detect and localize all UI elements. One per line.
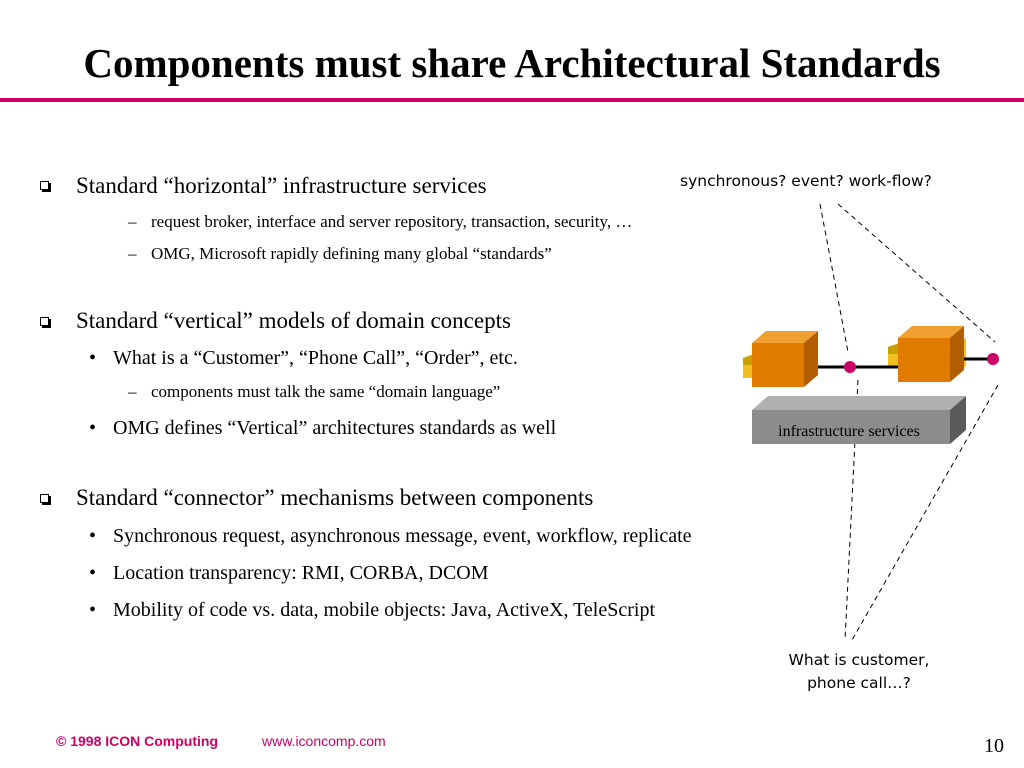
- dot-bullet-icon: •: [89, 417, 97, 439]
- square-bullet-icon: [40, 317, 49, 326]
- sub-bullet-omg-vertical: OMG defines “Vertical” architectures sta…: [113, 417, 557, 439]
- dash-bullet-icon: –: [128, 382, 137, 401]
- top-callout: synchronous? event? work-flow?: [680, 172, 932, 190]
- component-right: [888, 326, 966, 382]
- bullet-vertical-models: Standard “vertical” models of domain con…: [76, 308, 511, 333]
- title-divider: [0, 98, 1024, 102]
- bullet-connector-mechanisms: Standard “connector” mechanisms between …: [76, 485, 594, 510]
- square-bullet-icon: [40, 494, 49, 503]
- sub-bullet-request-broker: request broker, interface and server rep…: [151, 212, 633, 231]
- connector-dot: [844, 361, 856, 373]
- sub-bullet-location-transparency: Location transparency: RMI, CORBA, DCOM: [113, 562, 489, 584]
- page-number: 10: [984, 735, 1004, 757]
- dash-bullet-icon: –: [128, 244, 137, 263]
- slide-title: Components must share Architectural Stan…: [83, 40, 941, 86]
- sub-bullet-customer-phone-order: What is a “Customer”, “Phone Call”, “Ord…: [113, 347, 518, 369]
- sub-bullet-mobility: Mobility of code vs. data, mobile object…: [113, 599, 656, 621]
- footer-copyright: © 1998 ICON Computing: [56, 733, 218, 749]
- dot-bullet-icon: •: [89, 525, 97, 547]
- callout-lines: [819, 203, 999, 641]
- platform-top: [752, 396, 966, 410]
- sub-bullet-synchronous-request: Synchronous request, asynchronous messag…: [113, 525, 692, 547]
- bullet-horizontal-services: Standard “horizontal” infrastructure ser…: [76, 173, 487, 198]
- dot-bullet-icon: •: [89, 562, 97, 584]
- platform-label: infrastructure services: [778, 423, 920, 440]
- footer-url-link[interactable]: www.iconcomp.com: [262, 733, 386, 749]
- dash-bullet-icon: –: [128, 212, 137, 231]
- platform-side: [950, 396, 966, 444]
- dot-bullet-icon: •: [89, 599, 97, 621]
- component-left: [743, 331, 818, 387]
- platform-front: [752, 410, 950, 444]
- bottom-callout-line1: What is customer,: [788, 651, 930, 669]
- bottom-callout-line2: phone call…?: [807, 674, 911, 692]
- dot-bullet-icon: •: [89, 347, 97, 369]
- infrastructure-platform: [752, 396, 966, 444]
- sub-bullet-omg-microsoft: OMG, Microsoft rapidly defining many glo…: [151, 244, 552, 263]
- square-bullet-icon: [40, 181, 49, 190]
- sub-bullet-domain-language: components must talk the same “domain la…: [151, 382, 501, 401]
- connector-dot: [987, 353, 999, 365]
